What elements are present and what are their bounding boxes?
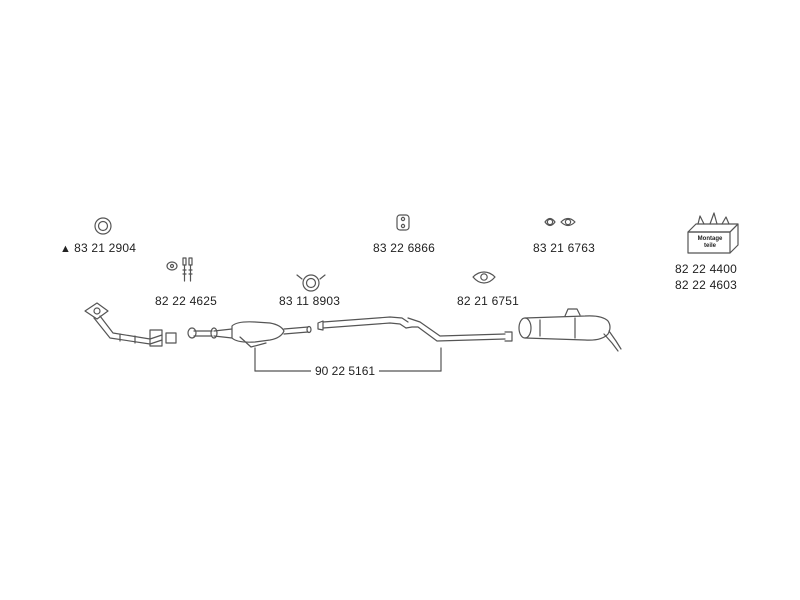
part-number: 83 21 6763: [533, 241, 596, 255]
part-label-clamp: 83 11 8903: [279, 294, 340, 308]
middle-pipe: [317, 316, 513, 342]
gasket-ring-icon: [94, 217, 112, 235]
part-number: 83 11 8903: [279, 294, 341, 308]
part-number: 83 22 6866: [373, 241, 436, 255]
rubber-hanger-icon: [396, 214, 410, 231]
part-label-gasket-ring: ▲83 21 2904: [60, 241, 136, 255]
part-number: 82 21 6751: [457, 294, 520, 308]
rear-silencer: [518, 308, 622, 352]
bolt-kit-icon: [166, 257, 193, 282]
part-label-mounting-kit-a: 82 22 4400: [675, 262, 737, 276]
triangle-marker-icon: ▲: [60, 243, 72, 255]
flange-gasket-icon: [472, 271, 496, 284]
assembly-label: 90 22 5161: [311, 364, 380, 378]
part-number: 82 22 4603: [675, 278, 738, 292]
mounting-kit-box-text: Montage teile: [691, 236, 729, 250]
part-label-flange-gasket: 82 21 6751: [457, 294, 519, 308]
catalytic-converter: [213, 321, 312, 348]
clamp-icon: [296, 274, 326, 292]
kit-box-label: Montage teile: [697, 236, 723, 249]
part-number: 82 22 4400: [675, 262, 738, 276]
part-number: 82 22 4625: [155, 294, 218, 308]
part-label-mounting-kit-b: 82 22 4603: [675, 278, 737, 292]
part-label-rubber-hanger: 83 22 6866: [373, 241, 435, 255]
part-label-double-gasket: 83 21 6763: [533, 241, 595, 255]
double-gasket-icon: [544, 217, 576, 227]
part-number: 83 21 2904: [74, 241, 137, 255]
flex-joint: [187, 327, 218, 339]
part-label-bolt-kit: 82 22 4625: [155, 294, 217, 308]
assembly-number: 90 22 5161: [315, 364, 376, 378]
mounting-kit-box-icon: [687, 212, 739, 254]
front-pipe: [84, 302, 177, 347]
